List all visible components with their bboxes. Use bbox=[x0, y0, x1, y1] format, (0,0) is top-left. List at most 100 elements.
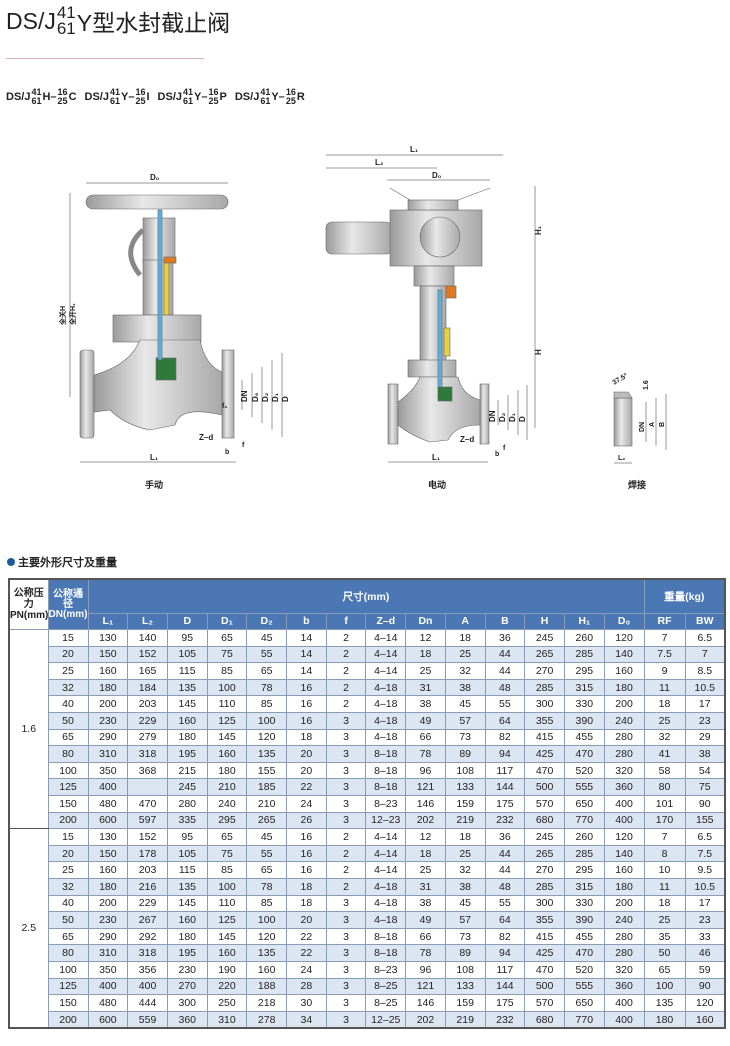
table-cell: 4–14 bbox=[365, 645, 407, 664]
table-cell: 45 bbox=[246, 828, 288, 846]
table-cell: 18 bbox=[286, 894, 327, 913]
table-cell: 480 bbox=[87, 994, 129, 1012]
table-cell: 555 bbox=[563, 977, 605, 996]
table-cell: 38 bbox=[444, 878, 486, 896]
table-cell: 470 bbox=[127, 795, 168, 813]
table-cell: 220 bbox=[206, 977, 248, 996]
header-dimensions: 尺寸(mm) bbox=[87, 578, 645, 614]
table-cell: 78 bbox=[405, 745, 446, 763]
table-cell: 360 bbox=[166, 1010, 208, 1029]
table-cell: 120 bbox=[684, 994, 726, 1012]
label-h: 全关H bbox=[58, 306, 67, 326]
table-cell: 90 bbox=[684, 795, 726, 813]
label-f2: f₂ bbox=[222, 403, 227, 410]
table-cell: 270 bbox=[524, 861, 565, 879]
table-cell: 310 bbox=[87, 944, 129, 962]
table-cell: 85 bbox=[206, 861, 248, 879]
table-cell: 175 bbox=[484, 795, 526, 813]
column-header: RF bbox=[643, 612, 686, 631]
table-cell: 65 bbox=[643, 960, 686, 979]
table-cell: 32 bbox=[47, 678, 89, 697]
table-cell: 8–18 bbox=[365, 778, 407, 797]
table-cell: 2 bbox=[325, 629, 367, 647]
table-cell: 150 bbox=[47, 795, 89, 813]
table-cell: 600 bbox=[87, 1010, 129, 1029]
bullet-icon bbox=[7, 558, 15, 566]
table-cell: 110 bbox=[206, 894, 248, 913]
label-d0-electric: D₀ bbox=[432, 171, 442, 180]
table-cell: 310 bbox=[87, 745, 129, 763]
model-bottom: 61 bbox=[109, 95, 120, 106]
table-cell: 15 bbox=[47, 828, 89, 846]
table-cell: 26 bbox=[286, 811, 327, 830]
table-cell: 18 bbox=[405, 844, 446, 863]
column-header: L₁ bbox=[87, 612, 129, 631]
table-cell: 285 bbox=[563, 844, 605, 863]
label-h-electric: H bbox=[534, 349, 543, 355]
table-cell: 78 bbox=[246, 678, 288, 697]
table-cell: 470 bbox=[524, 960, 565, 979]
table-cell: 3 bbox=[325, 778, 367, 797]
model-prefix: DS/J bbox=[6, 90, 31, 103]
table-cell: 470 bbox=[563, 745, 605, 763]
label-b-electric: b bbox=[495, 451, 499, 458]
table-cell: 2 bbox=[325, 645, 367, 664]
table-cell: 2 bbox=[325, 844, 367, 863]
header-dn: 公称通径DN(mm) bbox=[47, 578, 89, 631]
table-cell: 240 bbox=[206, 795, 248, 813]
label-d1: D₁ bbox=[271, 392, 280, 402]
table-cell: 65 bbox=[206, 629, 248, 647]
label-zd: Z–d bbox=[199, 433, 213, 442]
table-cell: 219 bbox=[444, 811, 486, 830]
model-suffix: I bbox=[146, 90, 150, 103]
table-cell: 89 bbox=[444, 944, 486, 962]
section-heading: 主要外形尺寸及重量 bbox=[7, 554, 117, 570]
header-pn: 公称压力PN(mm) bbox=[8, 578, 49, 631]
table-cell: 8–23 bbox=[365, 960, 407, 979]
manual-labels: D₀ L₁ 全关H 全开H₁ DN D₆ D₂ D₁ D f₂ Z–d b f … bbox=[58, 173, 290, 490]
table-cell: 559 bbox=[127, 1010, 168, 1029]
table-cell: 320 bbox=[603, 960, 645, 979]
table-cell: 145 bbox=[166, 894, 208, 913]
label-angle: 37.5° bbox=[611, 371, 629, 386]
table-cell: 7 bbox=[643, 828, 686, 846]
table-cell: 4–14 bbox=[365, 662, 407, 680]
table-cell: 355 bbox=[524, 911, 565, 929]
weld-end-drawing bbox=[613, 391, 633, 447]
label-dn-weld: DN bbox=[639, 422, 646, 432]
table-cell: 280 bbox=[166, 795, 208, 813]
table-cell: 500 bbox=[524, 977, 565, 996]
table-cell: 135 bbox=[246, 944, 288, 962]
table-cell: 17 bbox=[684, 695, 726, 714]
table-cell: 40 bbox=[47, 695, 89, 714]
table-cell: 14 bbox=[286, 645, 327, 664]
label-l1-electric: L₁ bbox=[432, 453, 441, 462]
table-cell: 280 bbox=[603, 728, 645, 747]
table-cell: 135 bbox=[643, 994, 686, 1012]
table-cell: 444 bbox=[127, 994, 168, 1012]
table-cell: 65 bbox=[47, 927, 89, 946]
table-cell: 680 bbox=[524, 1010, 565, 1029]
table-cell: 117 bbox=[484, 761, 526, 780]
table-cell: 195 bbox=[166, 944, 208, 962]
table-cell: 425 bbox=[524, 745, 565, 763]
column-header: BW bbox=[684, 612, 726, 631]
table-cell: 160 bbox=[206, 745, 248, 763]
table-cell: 57 bbox=[444, 712, 486, 730]
table-cell: 8–18 bbox=[365, 745, 407, 763]
pressure-cell: 1.6 bbox=[8, 629, 49, 830]
table-cell: 470 bbox=[563, 944, 605, 962]
table-cell: 4–14 bbox=[365, 828, 407, 846]
table-cell: 3 bbox=[325, 745, 367, 763]
model-bottom2: 25 bbox=[135, 95, 146, 106]
table-cell: 170 bbox=[643, 811, 686, 830]
table-cell: 278 bbox=[246, 1010, 288, 1029]
